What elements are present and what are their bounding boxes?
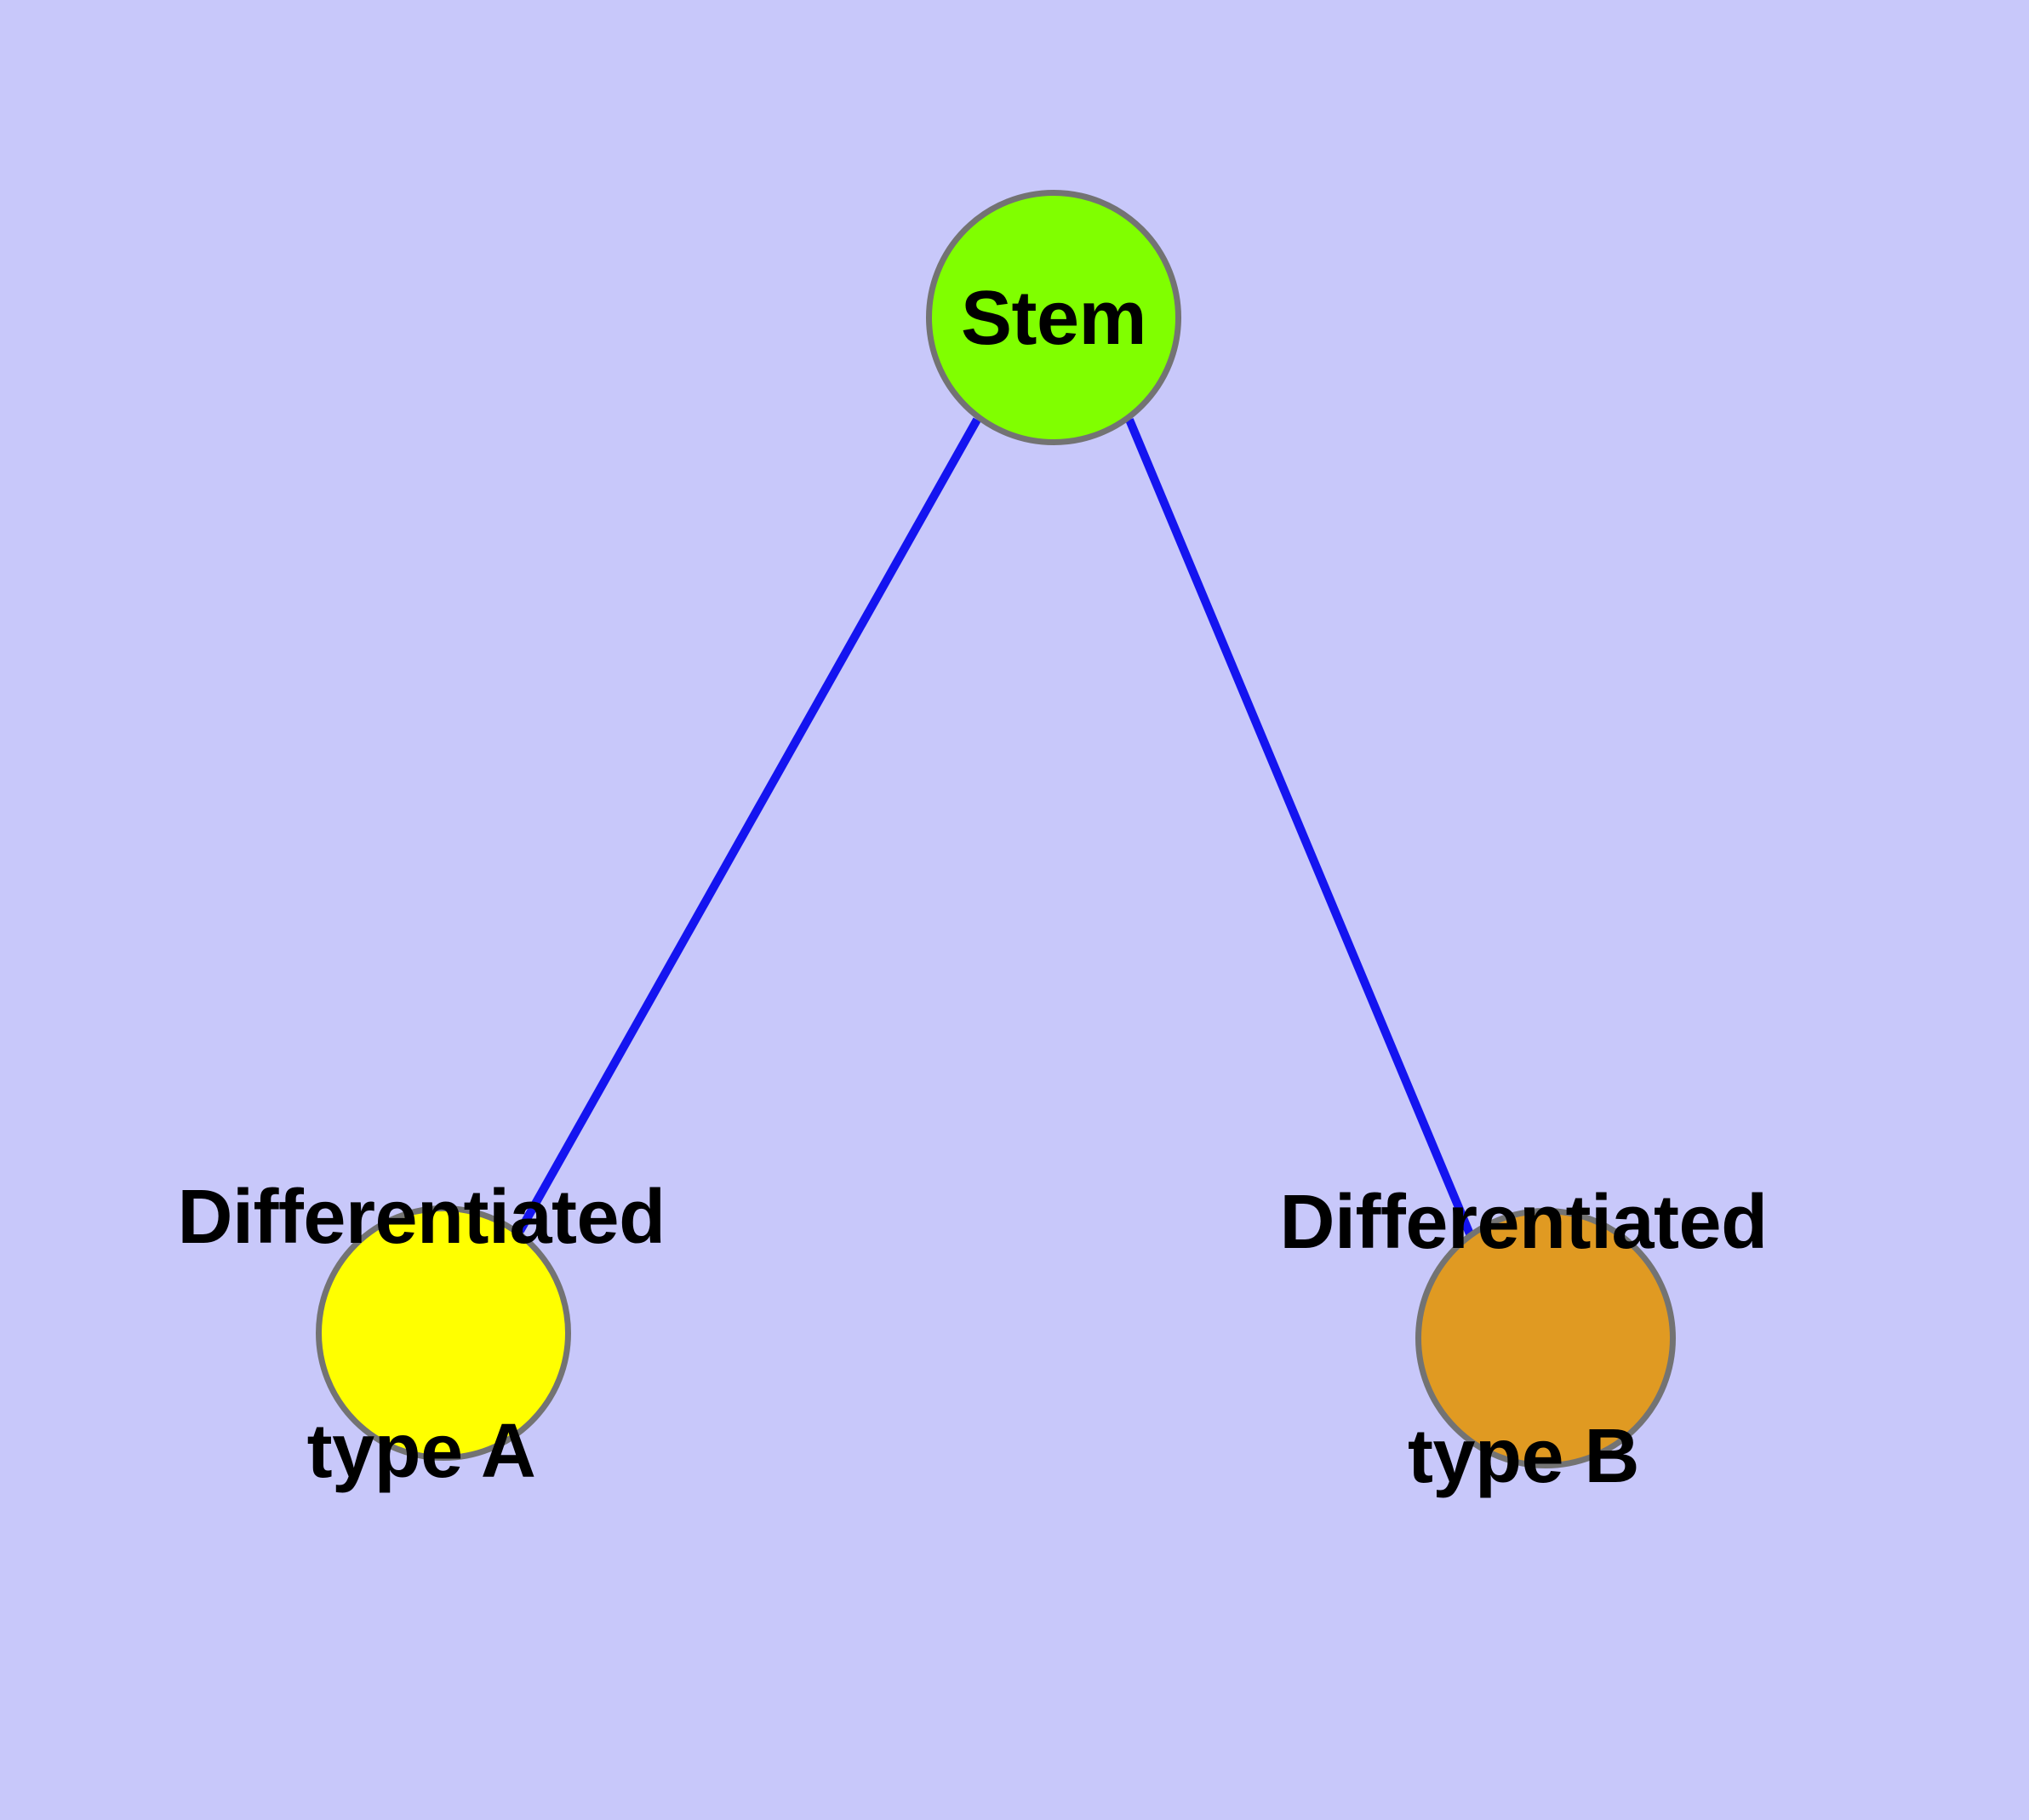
- node-differentiated-type-a[interactable]: [316, 1205, 571, 1461]
- edge-layer: [516, 417, 1475, 1238]
- node-stem[interactable]: [926, 190, 1181, 445]
- node-layer: [316, 190, 1676, 1468]
- node-differentiated-type-b[interactable]: [1415, 1208, 1676, 1468]
- edge-stem-to-differentiated-type-a[interactable]: [516, 417, 981, 1233]
- edge-stem-to-differentiated-type-b[interactable]: [1125, 418, 1475, 1238]
